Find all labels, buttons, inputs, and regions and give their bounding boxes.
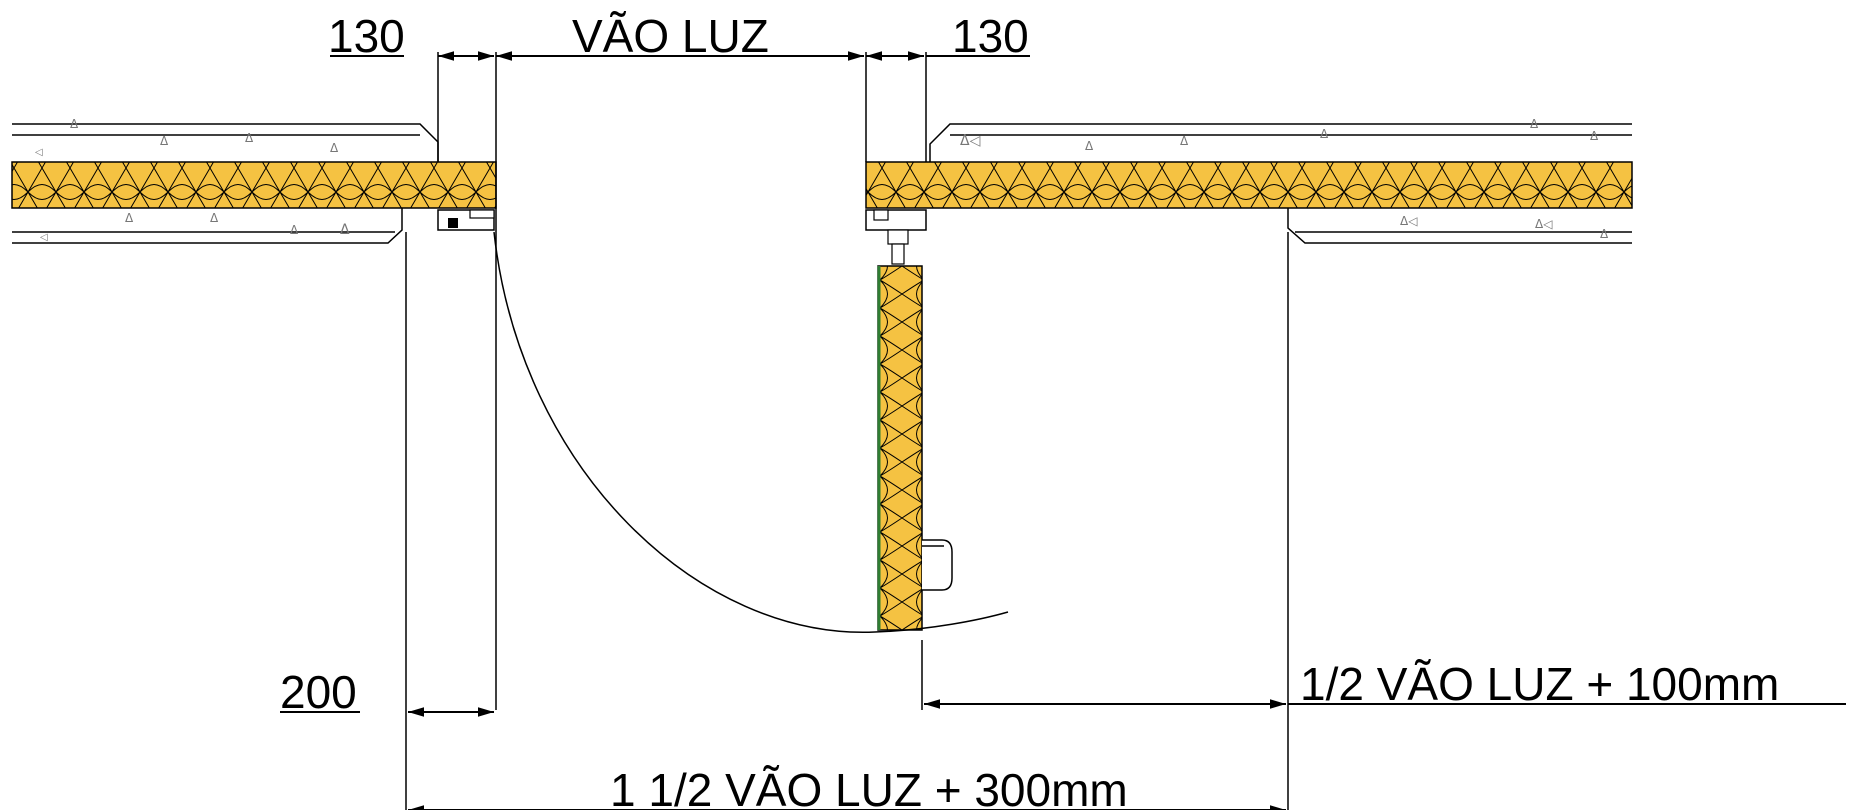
svg-text:◁: ◁ [35, 147, 43, 158]
svg-text:Δ: Δ [1530, 117, 1539, 131]
right-wall-concrete-dots: Δ◁ Δ Δ Δ Δ Δ Δ◁ Δ◁ Δ [960, 117, 1609, 241]
right-wall-top-skin [929, 123, 1632, 162]
left-wall-panel: Δ Δ Δ Δ ◁ Δ Δ Δ Δ ◁ [11, 117, 497, 244]
half-opening-label: 1/2 VÃO LUZ + 100mm [1300, 658, 1779, 710]
svg-text:Δ: Δ [1180, 134, 1189, 148]
dimension-lines [280, 51, 1846, 810]
total-opening-label: 1 1/2 VÃO LUZ + 300mm [610, 764, 1128, 810]
right-wall-insulation-pattern [866, 162, 1632, 208]
svg-text:Δ◁: Δ◁ [1400, 214, 1417, 228]
frame-offset-label: 200 [280, 666, 357, 718]
svg-text:Δ: Δ [70, 117, 79, 131]
right-wall-bottom-skin [1287, 208, 1632, 244]
svg-text:Δ: Δ [1320, 127, 1329, 141]
clear-opening-label: VÃO LUZ [572, 10, 769, 62]
right-wall-panel: Δ◁ Δ Δ Δ Δ Δ Δ◁ Δ◁ Δ [865, 117, 1633, 244]
door-leaf-insulation-pattern [878, 266, 922, 630]
left-wall-insulation-pattern [12, 162, 496, 208]
svg-text:Δ: Δ [160, 134, 169, 148]
svg-text:Δ: Δ [290, 223, 299, 237]
svg-text:Δ◁: Δ◁ [960, 133, 981, 149]
svg-text:Δ: Δ [1085, 139, 1094, 153]
svg-text:Δ: Δ [330, 141, 339, 155]
left-clearance-label: 130 [328, 10, 405, 62]
right-clearance-label: 130 [952, 10, 1029, 62]
extension-lines [405, 52, 1289, 810]
door-leaf [877, 265, 953, 631]
door-swing-arc [493, 231, 1009, 633]
left-wall-concrete-dots: Δ Δ Δ Δ ◁ Δ Δ Δ Δ ◁ [35, 117, 350, 243]
svg-text:Δ: Δ [1600, 227, 1609, 241]
left-door-frame [437, 209, 495, 231]
svg-text:Δ: Δ [1590, 129, 1599, 143]
svg-text:Δ◁: Δ◁ [1535, 217, 1552, 231]
left-wall-bottom-skin [12, 208, 403, 244]
svg-text:Δ: Δ [245, 131, 254, 145]
door-handle [922, 539, 953, 591]
right-door-frame [865, 209, 927, 265]
svg-text:Δ: Δ [210, 211, 219, 225]
svg-text:Δ: Δ [340, 222, 350, 238]
svg-text:Δ: Δ [125, 211, 134, 225]
svg-text:◁: ◁ [40, 232, 48, 243]
